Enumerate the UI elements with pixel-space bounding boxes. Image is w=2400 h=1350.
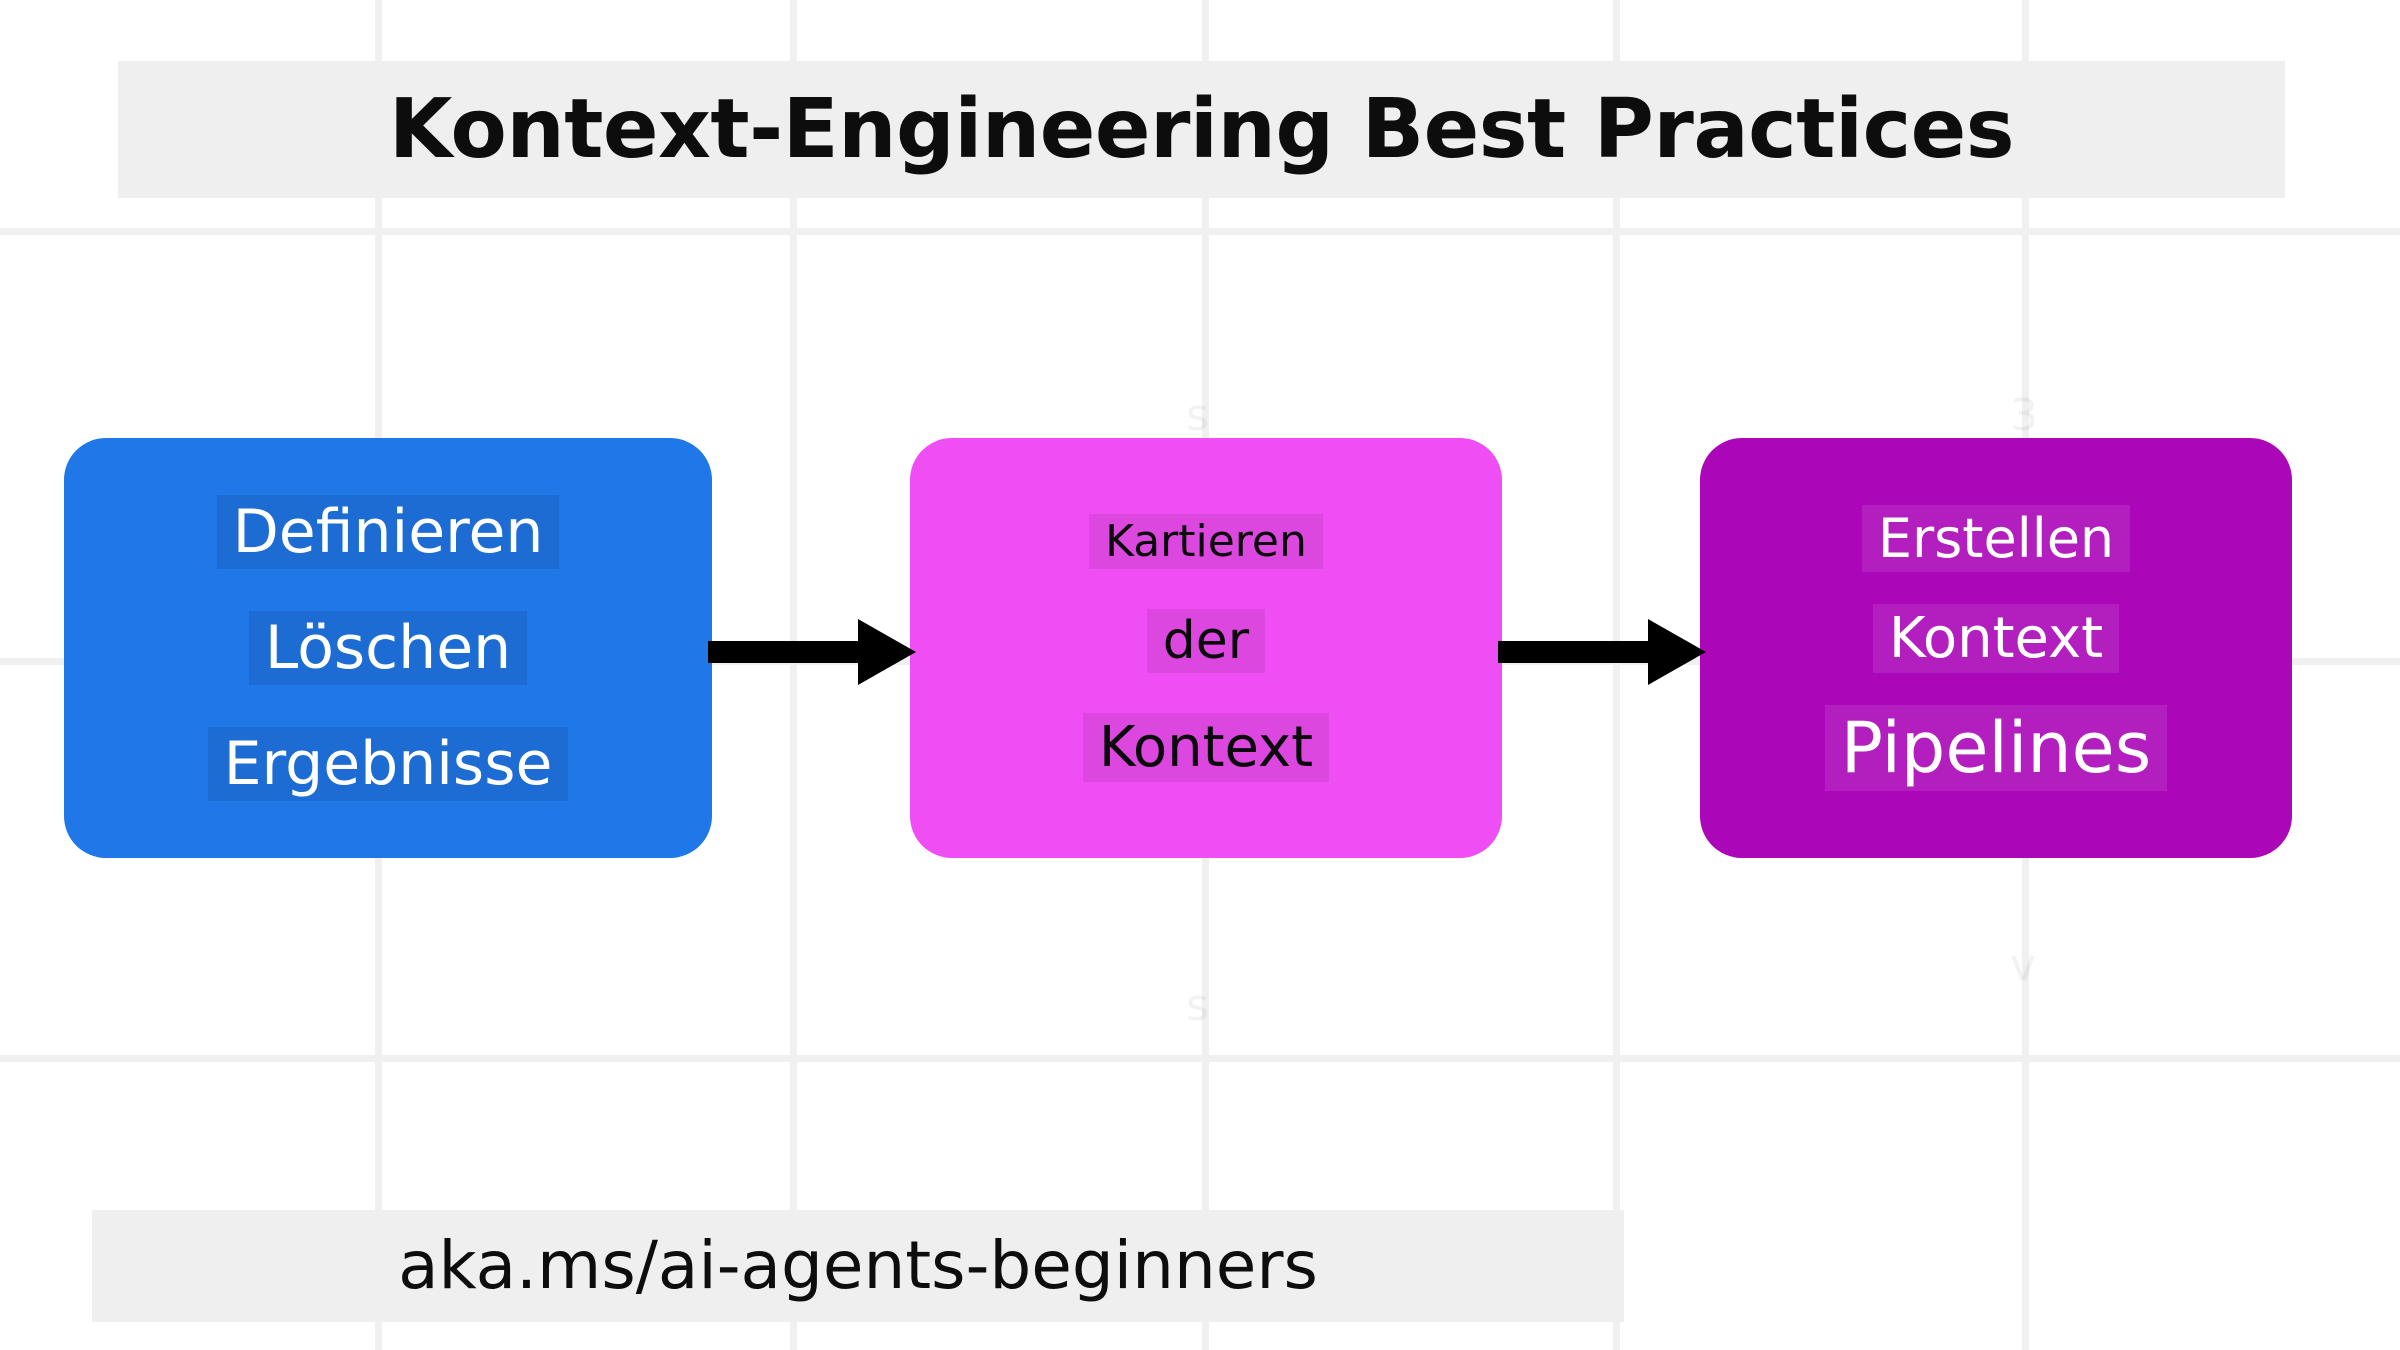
ghost-artifact: s (1186, 980, 1209, 1031)
page-title: Kontext-Engineering Best Practices (388, 82, 2015, 177)
arrow-head-icon (1648, 619, 1706, 685)
gridline-horizontal (0, 228, 2400, 235)
flow-node-map-line-2: der (1146, 609, 1266, 673)
arrow-map-to-build (1498, 611, 1708, 693)
arrow-define-to-map (708, 611, 918, 693)
flow-node-build-line-1: Erstellen (1861, 505, 2131, 572)
flow-node-build-line-2: Kontext (1872, 604, 2120, 673)
title-banner: Kontext-Engineering Best Practices (118, 61, 2285, 198)
flow-node-build[interactable]: Erstellen Kontext Pipelines (1700, 438, 2292, 858)
flow-node-map-line-3: Kontext (1082, 713, 1330, 782)
footer-link-text: aka.ms/ai-agents-beginners (398, 1227, 1318, 1304)
flow-node-define-line-1: Definieren (216, 495, 560, 569)
gridline-horizontal (0, 1055, 2400, 1062)
arrow-head-icon (858, 619, 916, 685)
flow-node-define-line-2: Löschen (248, 611, 528, 685)
ghost-artifact: v (2010, 940, 2037, 991)
arrow-shaft (708, 641, 862, 663)
ghost-artifact: s (1186, 390, 1209, 441)
footer-banner: aka.ms/ai-agents-beginners (92, 1210, 1624, 1322)
flow-node-define-line-3: Ergebnisse (207, 727, 569, 801)
ghost-artifact: 3 (2010, 390, 2038, 441)
arrow-shaft (1498, 641, 1652, 663)
flow-node-define[interactable]: Definieren Löschen Ergebnisse (64, 438, 712, 858)
flow-node-map-line-1: Kartieren (1089, 514, 1323, 569)
flow-node-map[interactable]: Kartieren der Kontext (910, 438, 1502, 858)
flow-node-build-line-3: Pipelines (1824, 705, 2168, 791)
